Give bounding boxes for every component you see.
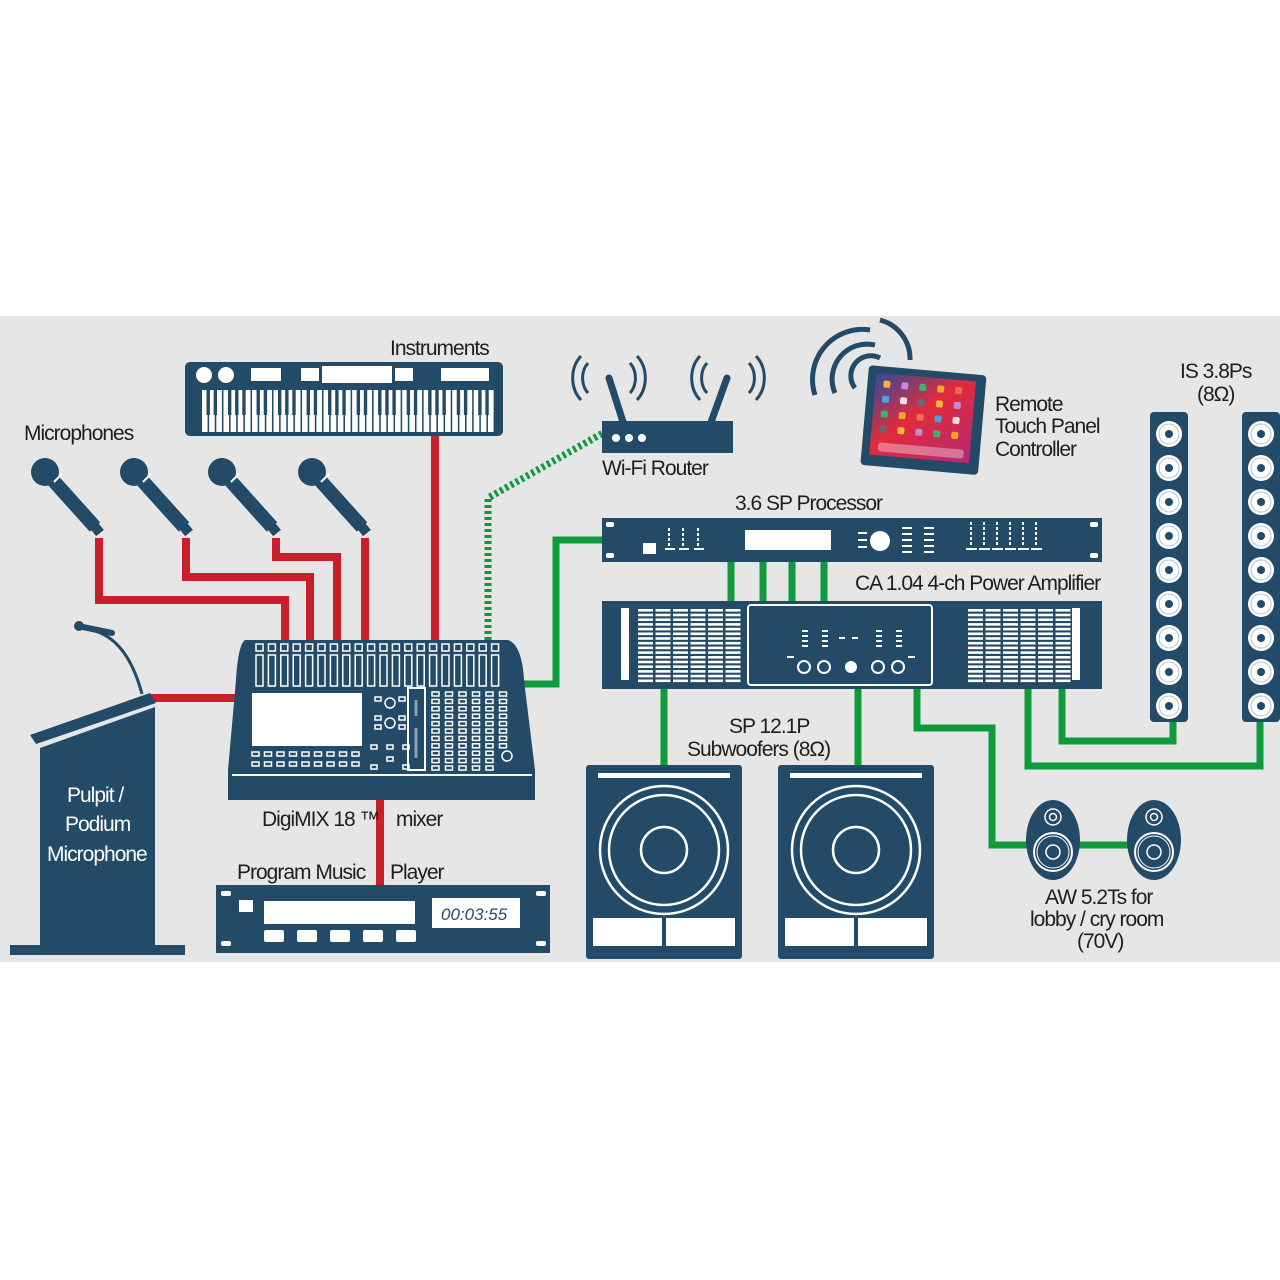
- aw-label-line1: AW 5.2Ts for: [1045, 886, 1153, 909]
- cable-mixer-processor: [522, 536, 603, 688]
- wifi-signal-icon: [571, 354, 766, 402]
- column-speaker-icon: [1150, 412, 1188, 722]
- pulpit-label-line2: Podium: [65, 813, 131, 836]
- cable-mic-1: [95, 538, 289, 640]
- wall-speaker-icon: [1026, 800, 1080, 880]
- instruments-label: Instruments: [390, 337, 489, 360]
- processor-unit: [602, 518, 1102, 562]
- microphone-icon: [298, 458, 371, 537]
- microphone-icon: [208, 458, 281, 537]
- player-time-display: 00:03:55: [441, 905, 508, 924]
- amplifier-label: CA 1.04 4-ch Power Amplifier: [855, 572, 1101, 595]
- column-speakers-label-line1: IS 3.8Ps: [1180, 360, 1252, 383]
- keyboard-instrument: [185, 362, 503, 436]
- column-speakers: [1150, 412, 1280, 722]
- remote-touch-panel: [810, 317, 987, 475]
- player-label-left: Program Music: [237, 861, 366, 884]
- pulpit-label-line3: Microphone: [47, 843, 147, 866]
- aw-label-line2: lobby / cry room: [1030, 908, 1164, 931]
- subwoofers: [586, 765, 934, 959]
- audio-cables: [95, 436, 439, 890]
- network-cables: [484, 429, 1264, 849]
- subwoofer-icon: [778, 765, 934, 959]
- pulpit-label-line1: Pulpit /: [67, 784, 124, 807]
- pulpit: [10, 621, 185, 955]
- wireless-signal-icon: [810, 317, 913, 396]
- cable-amp-column-1: [1058, 688, 1177, 745]
- wall-speakers: [1026, 800, 1181, 880]
- microphones: [31, 458, 371, 537]
- microphone-icon: [120, 458, 193, 537]
- cable-amp-wall: [913, 688, 1030, 849]
- wifi-router: [571, 354, 766, 453]
- remote-label-line3: Controller: [995, 438, 1077, 461]
- music-player: [216, 885, 550, 953]
- player-label-right: Player: [390, 861, 445, 884]
- subwoofer-icon: [586, 765, 742, 959]
- microphone-icon: [31, 458, 104, 537]
- column-speaker-icon: [1242, 412, 1280, 722]
- remote-label-line1: Remote: [995, 393, 1063, 416]
- amplifier-unit: [602, 601, 1102, 689]
- processor-label: 3.6 SP Processor: [735, 492, 883, 515]
- mixer-label-type: mixer: [396, 808, 443, 831]
- microphones-label: Microphones: [24, 422, 134, 445]
- subs-label-line1: SP 12.1P: [729, 715, 809, 738]
- column-speakers-label-line2: (8Ω): [1197, 383, 1234, 406]
- aw-label-line3: (70V): [1077, 930, 1123, 953]
- cable-mic-2: [182, 538, 314, 640]
- cable-router-mixer: [484, 429, 605, 640]
- wall-speaker-icon: [1127, 800, 1181, 880]
- cable-amp-column-2: [1024, 688, 1264, 770]
- wifi-router-label: Wi-Fi Router: [602, 457, 709, 480]
- digimix-mixer: [228, 640, 535, 800]
- subs-label-line2: Subwoofers (8Ω): [687, 738, 830, 761]
- cable-mic-3: [272, 538, 341, 640]
- remote-label-line2: Touch Panel: [995, 415, 1100, 438]
- mixer-label-name: DigiMIX 18 ™: [262, 808, 380, 831]
